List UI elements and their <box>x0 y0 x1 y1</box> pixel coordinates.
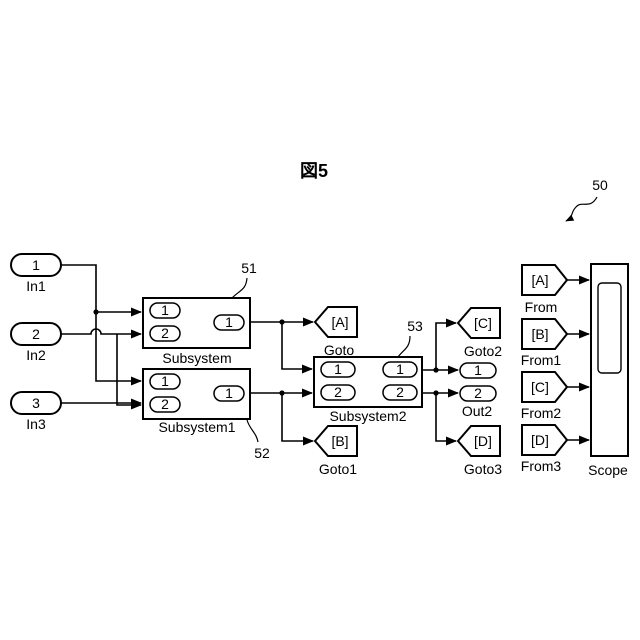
wire-in1-to-subsystem-in1 <box>61 265 141 312</box>
inport-in2-number: 2 <box>32 326 40 342</box>
goto-block-d[interactable]: [D] Goto3 <box>458 426 502 477</box>
goto-a-label: Goto <box>324 342 355 358</box>
goto-block-b[interactable]: [B] Goto1 <box>315 426 357 477</box>
goto-b-tag: [B] <box>331 433 348 449</box>
wire-subsystem2-out1-to-goto-c <box>436 323 456 370</box>
wire-in1-to-subsystem1-in1 <box>96 312 141 381</box>
subsystem-in2: 2 <box>161 325 169 341</box>
goto-d-label: Goto3 <box>464 461 502 477</box>
subsystem1-in1: 1 <box>161 373 169 389</box>
junction-in1 <box>93 309 98 314</box>
from-b-label: From1 <box>521 352 562 368</box>
from-a-label: From <box>525 299 558 315</box>
subsystem-label: Subsystem <box>162 350 231 366</box>
junction-subsystem-out <box>279 319 284 324</box>
subsystem-out1: 1 <box>225 314 233 330</box>
goto-c-label: Goto2 <box>464 343 502 359</box>
from-block-a[interactable]: [A] From <box>522 265 567 315</box>
outport-1-number: 1 <box>474 362 482 378</box>
wire-in2-to-subsystem1-in2 <box>117 334 141 405</box>
outport-2[interactable]: 2 Out2 <box>460 385 496 419</box>
goto-b-label: Goto1 <box>319 461 357 477</box>
subsystem2-out1: 1 <box>396 361 404 377</box>
from-d-label: From3 <box>521 458 562 474</box>
ref-51: 51 <box>241 260 257 276</box>
outport-2-label: Out2 <box>462 403 493 419</box>
subsystem2-label: Subsystem2 <box>329 408 406 424</box>
junction-subsystem1-out <box>279 390 284 395</box>
from-block-b[interactable]: [B] From1 <box>521 319 567 368</box>
goto-block-a[interactable]: [A] Goto <box>315 307 357 358</box>
subsystem2-block[interactable]: 1 2 1 2 <box>314 357 422 407</box>
subsystem2-out2: 2 <box>396 384 404 400</box>
from-c-label: From2 <box>521 405 562 421</box>
from-block-d[interactable]: [D] From3 <box>521 425 567 474</box>
ref-53: 53 <box>407 318 423 334</box>
junction-subsystem2-out2 <box>433 390 438 395</box>
scope-block[interactable] <box>591 264 628 456</box>
goto-c-tag: [C] <box>474 315 492 331</box>
inport-in2[interactable]: 2 In2 <box>11 323 61 363</box>
ref-50-arrow <box>566 197 597 221</box>
wire-subsystem1-to-goto-b <box>282 393 313 441</box>
ref-52: 52 <box>254 445 270 461</box>
from-b-tag: [B] <box>531 326 548 342</box>
inport-in3-label: In3 <box>26 416 46 432</box>
subsystem2-in1: 1 <box>334 361 342 377</box>
goto-a-tag: [A] <box>331 314 348 330</box>
ref-50: 50 <box>592 177 608 193</box>
junction-subsystem2-out1 <box>433 367 438 372</box>
inport-in3[interactable]: 3 In3 <box>11 392 61 432</box>
subsystem1-out1: 1 <box>225 385 233 401</box>
goto-d-tag: [D] <box>474 433 492 449</box>
from-d-tag: [D] <box>531 432 549 448</box>
inport-in2-label: In2 <box>26 347 46 363</box>
from-a-tag: [A] <box>531 272 548 288</box>
outport-1[interactable]: 1 <box>460 362 496 378</box>
from-c-tag: [C] <box>531 379 549 395</box>
ref-51-leader <box>232 278 247 298</box>
subsystem1-label: Subsystem1 <box>158 419 235 435</box>
goto-block-c[interactable]: [C] Goto2 <box>458 308 502 359</box>
scope-screen <box>598 283 621 373</box>
from-block-c[interactable]: [C] From2 <box>521 372 567 421</box>
inport-in3-number: 3 <box>32 395 40 411</box>
subsystem1-block[interactable]: 1 2 1 <box>143 369 250 419</box>
wire-subsystem-to-subsystem2-in1 <box>282 322 312 369</box>
ref-52-leader <box>247 420 258 442</box>
scope-label: Scope <box>588 462 628 478</box>
subsystem1-in2: 2 <box>161 396 169 412</box>
inport-in1-label: In1 <box>26 278 46 294</box>
subsystem2-in2: 2 <box>334 384 342 400</box>
ref-53-leader <box>398 336 410 357</box>
wire-subsystem2-out2-to-goto-d <box>436 393 456 441</box>
figure-title: 図5 <box>300 161 328 181</box>
inport-in1[interactable]: 1 In1 <box>11 254 61 294</box>
outport-2-number: 2 <box>474 385 482 401</box>
wire-in2-to-subsystem-in2 <box>61 329 141 334</box>
subsystem-block[interactable]: 1 2 1 <box>143 298 250 348</box>
inport-in1-number: 1 <box>32 257 40 273</box>
subsystem-in1: 1 <box>161 302 169 318</box>
